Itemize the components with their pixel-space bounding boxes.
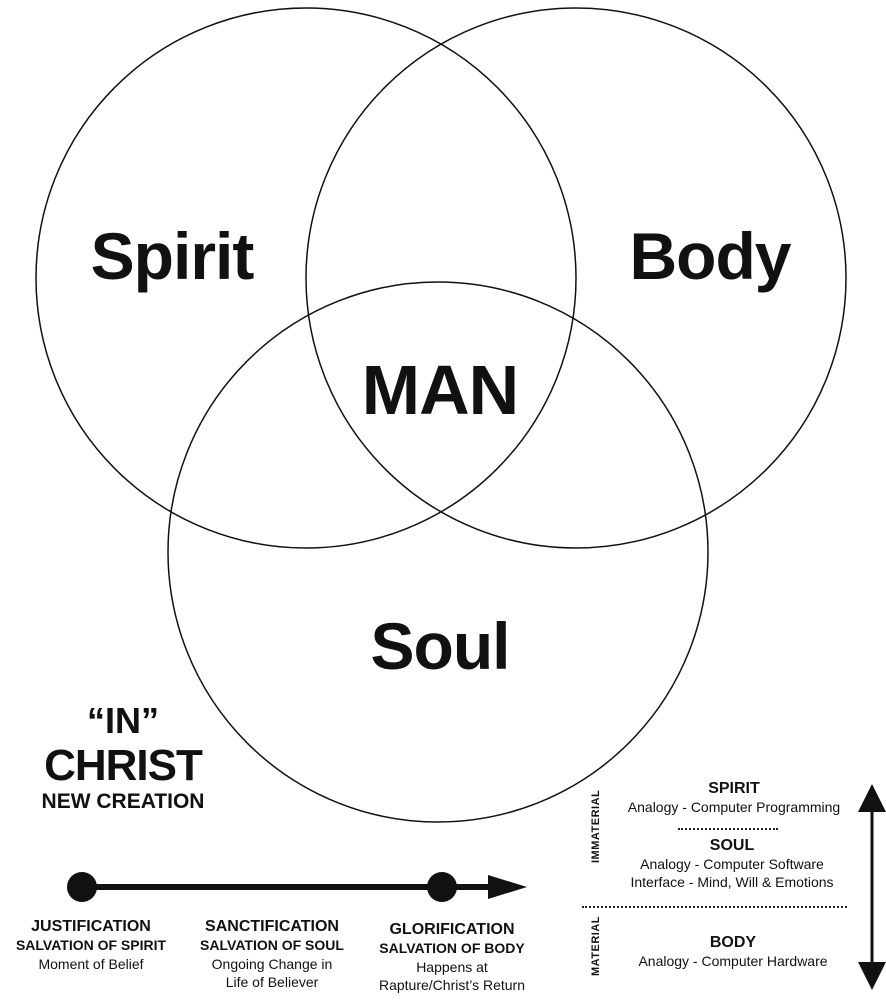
timeline-item-justification: JUSTIFICATION SALVATION OF SPIRIT Moment…: [16, 917, 166, 973]
timeline-title: JUSTIFICATION: [31, 918, 151, 935]
timeline-desc: Moment of Belief: [38, 956, 144, 972]
scale-spirit: SPIRIT Analogy - Computer Programming: [628, 779, 840, 816]
spirit-label: Spirit: [90, 219, 255, 293]
scale-body-line: Analogy - Computer Hardware: [638, 953, 828, 969]
timeline-desc: Rapture/Christ’s Return: [378, 977, 526, 993]
scale-body: BODY Analogy - Computer Hardware: [638, 933, 827, 970]
scale-arrow-up: [858, 784, 886, 812]
spirit-circle: [35, 7, 577, 549]
timeline-desc: Happens at: [416, 959, 488, 975]
scale-spirit-title: SPIRIT: [708, 780, 760, 797]
scale-spirit-line: Analogy - Computer Programming: [627, 799, 841, 815]
scale-soul-title: SOUL: [709, 837, 755, 854]
spirit-soul-divider: [678, 828, 778, 830]
man-label: MAN: [361, 351, 519, 429]
material-label: MATERIAL: [590, 916, 602, 977]
timeline-desc: Life of Believer: [225, 974, 319, 990]
timeline-subtitle: SALVATION OF SOUL: [200, 937, 344, 953]
timeline-arrowhead: [488, 875, 527, 899]
body-circle: [305, 7, 847, 549]
scale-soul: SOUL Analogy - Computer Software Interfa…: [630, 836, 833, 891]
scale-arrow-down: [858, 962, 886, 990]
timeline-start-dot: [67, 872, 97, 902]
new-creation: NEW CREATION: [41, 790, 205, 813]
in-quote: “IN”: [87, 700, 159, 741]
timeline-desc: Ongoing Change in: [211, 956, 333, 972]
christ-title: CHRIST: [44, 741, 203, 790]
timeline-mid-dot: [427, 872, 457, 902]
timeline-item-glorification: GLORIFICATION SALVATION OF BODY Happens …: [379, 920, 525, 994]
timeline-subtitle: SALVATION OF BODY: [379, 940, 525, 956]
timeline-title: GLORIFICATION: [389, 921, 515, 938]
timeline-title: SANCTIFICATION: [205, 918, 339, 935]
scale-soul-line: Analogy - Computer Software: [640, 856, 824, 872]
immaterial-material-divider: [582, 906, 847, 908]
scale-body-title: BODY: [709, 934, 757, 951]
timeline-subtitle: SALVATION OF SPIRIT: [15, 937, 167, 953]
timeline-item-sanctification: SANCTIFICATION SALVATION OF SOUL Ongoing…: [200, 917, 344, 991]
scale-soul-line: Interface - Mind, Will & Emotions: [630, 874, 834, 890]
body-label: Body: [629, 219, 792, 293]
soul-circle: [167, 281, 709, 823]
immaterial-label: IMMATERIAL: [590, 789, 602, 863]
soul-label: Soul: [370, 609, 511, 683]
